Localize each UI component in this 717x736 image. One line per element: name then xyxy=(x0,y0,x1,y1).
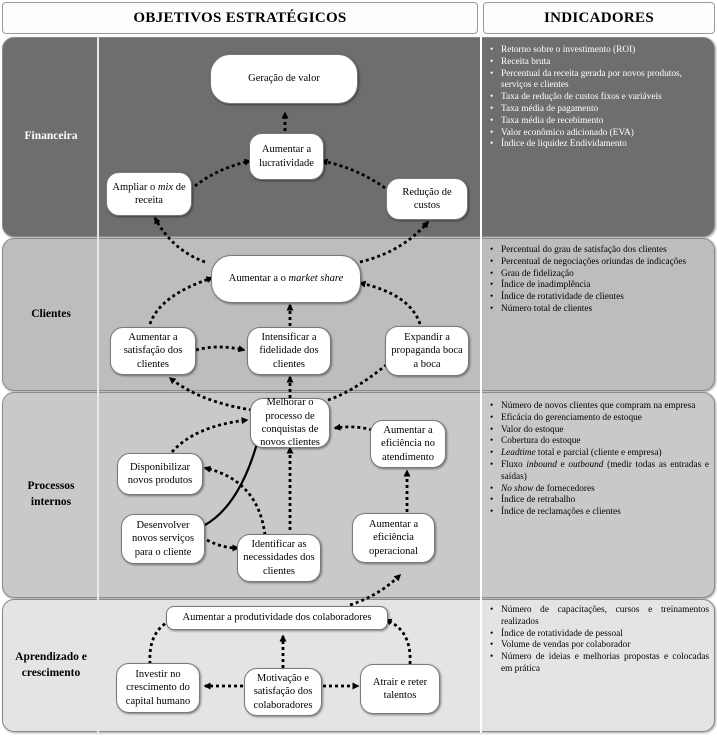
indicator-item: No show de fornecedores xyxy=(487,484,709,496)
indicator-item: Taxa média de recebimento xyxy=(487,116,709,128)
node-market-share-pre: Aumentar a o xyxy=(228,273,289,285)
indicator-item: Número de novos clientes que compram na … xyxy=(487,401,709,413)
node-market-share: Aumentar a o market share xyxy=(211,255,361,303)
node-motivacao: Motivação e satisfação dos colaboradores xyxy=(244,668,322,716)
arrow-market-to-mix xyxy=(153,216,206,264)
indicator-item: Índice de reclamações e clientes xyxy=(487,507,709,519)
indicator-item: Grau de fidelização xyxy=(487,269,709,281)
indicator-leadtime-em: Leadtime xyxy=(501,448,536,459)
node-reducao-custos: Redução de custos xyxy=(386,178,468,220)
indicator-item: Índice de liquidez Endividamento xyxy=(487,139,709,151)
perspective-aprendizado-label: Aprendizado e crescimento xyxy=(15,650,87,679)
arrow-satisfacao-to-market xyxy=(148,276,214,325)
node-atrair-talentos: Atrair e reter talentos xyxy=(360,664,440,714)
indicator-item: Número de capacitações, cursos e treinam… xyxy=(487,605,709,629)
indicator-item: Percentual de negociações oriundas de in… xyxy=(487,257,709,269)
indicator-item: Valor econômico adicionado (EVA) xyxy=(487,128,709,140)
indicator-noshow-em: No show xyxy=(501,483,534,494)
indicator-item: Fluxo inbound e outbound (medir todas as… xyxy=(487,460,709,484)
perspective-financeira: Financeira xyxy=(24,130,78,143)
arrow-market-to-custos xyxy=(359,220,430,264)
indicator-item: Índice de retrabalho xyxy=(487,495,709,507)
indicator-inbound-em: inbound xyxy=(526,459,557,470)
node-produtividade: Aumentar a produtividade dos colaborador… xyxy=(166,606,388,630)
node-eficiencia-atendimento: Aumentar a eficiência no atendimento xyxy=(370,420,446,468)
node-geracao-valor: Geração de valor xyxy=(210,54,358,104)
indicator-outbound-em: outbound xyxy=(568,459,604,470)
arrow-produtos-to-conquistas xyxy=(170,417,249,453)
column-divider-left xyxy=(97,36,99,733)
indicator-item: Índice de rotatividade de clientes xyxy=(487,292,709,304)
column-divider-right xyxy=(480,36,482,733)
indicator-item: Número total de clientes xyxy=(487,304,709,316)
indicator-item: Percentual da receita gerada por novos p… xyxy=(487,69,709,93)
node-market-share-em: market share xyxy=(288,273,344,285)
arrow-conquistas-to-satisfacao xyxy=(168,376,253,412)
node-aumentar-lucratividade: Aumentar a lucratividade xyxy=(249,133,324,180)
indicator-item: Índice de inadimplência xyxy=(487,280,709,292)
indicator-item: Percentual do grau de satisfação dos cli… xyxy=(487,245,709,257)
indicator-item: Índice de rotatividade de pessoal xyxy=(487,629,709,641)
indicator-item: Volume de vendas por colaborador xyxy=(487,640,709,652)
node-ampliar-mix-text: Ampliar o mix de receita xyxy=(111,181,187,208)
indicators-financeira: Retorno sobre o investimento (ROI) Recei… xyxy=(487,45,709,151)
arrow-atendimento-to-conquistas xyxy=(333,423,373,432)
arrow-talentos-to-produtividade xyxy=(384,618,412,665)
indicator-item: Leadtime total e parcial (cliente e empr… xyxy=(487,448,709,460)
node-ampliar-mix-em: mix xyxy=(157,181,174,193)
node-ampliar-mix: Ampliar o mix de receita xyxy=(106,172,192,216)
indicator-item: Cobertura do estoque xyxy=(487,436,709,448)
node-fidelidade-clientes: Intensificar a fidelidade dos clientes xyxy=(247,327,331,375)
node-identificar-necessidades: Identificar as necessidades dos clientes xyxy=(237,534,321,582)
node-novos-produtos: Disponibilizar novos produtos xyxy=(117,453,203,495)
indicator-item: Valor do estoque xyxy=(487,425,709,437)
node-market-share-text: Aumentar a o market share xyxy=(229,272,344,285)
objectives-header: OBJETIVOS ESTRATÉGICOS xyxy=(2,2,478,34)
indicators-clientes: Percentual do grau de satisfação dos cli… xyxy=(487,245,709,316)
arrow-satisfacao-to-fidelidade xyxy=(195,345,246,353)
indicators-processos: Número de novos clientes que compram na … xyxy=(487,401,709,519)
perspective-aprendizado: Aprendizado e crescimento xyxy=(6,599,96,732)
indicator-item: Receita bruta xyxy=(487,57,709,69)
indicator-item: Número de ideias e melhorias propostas e… xyxy=(487,652,709,676)
arrow-custos-to-lucratividade xyxy=(320,158,386,190)
node-ampliar-mix-pre: Ampliar o xyxy=(112,181,158,193)
indicators-aprendizado: Número de capacitações, cursos e treinam… xyxy=(487,605,709,676)
arrow-servicos-to-identificar xyxy=(206,538,240,552)
indicator-item: Retorno sobre o investimento (ROI) xyxy=(487,45,709,57)
arrow-mix-to-lucratividade xyxy=(194,158,252,188)
arrow-produtividade-to-operacional xyxy=(349,573,402,607)
node-novos-servicos: Desenvolver novos serviços para o client… xyxy=(121,514,205,564)
indicator-item: Taxa de redução de custos fixos e variáv… xyxy=(487,92,709,104)
node-melhorar-conquistas: Melhorar o processo de conquistas de nov… xyxy=(250,397,330,448)
arrow-identificar-to-produtos xyxy=(203,465,267,536)
node-eficiencia-operacional: Aumentar a eficiência operacional xyxy=(352,513,435,563)
perspective-clientes: Clientes xyxy=(31,307,71,320)
node-ampliar-mix-post: de receita xyxy=(135,181,186,206)
node-satisfacao-clientes: Aumentar a satisfação dos clientes xyxy=(110,327,196,375)
arrow-propaganda-to-market xyxy=(358,280,422,325)
perspective-processos: Processos internos xyxy=(6,392,96,598)
arrow-servicos-to-conquistas-solid xyxy=(204,438,260,526)
perspective-processos-label: Processos internos xyxy=(27,480,75,508)
indicator-item: Taxa média de pagamento xyxy=(487,104,709,116)
indicator-item: Eficácia do gerenciamento de estoque xyxy=(487,413,709,425)
node-propaganda: Expandir a propaganda boca a boca xyxy=(385,326,469,376)
node-capital-humano: Investir no crescimento do capital human… xyxy=(116,663,200,713)
indicators-header: INDICADORES xyxy=(483,2,715,34)
